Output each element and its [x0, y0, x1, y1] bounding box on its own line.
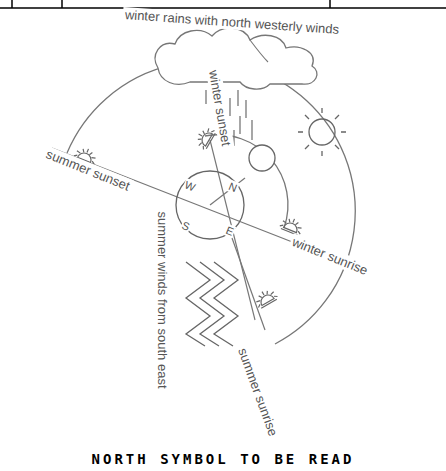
- direction-label: summer sunset: [42, 146, 134, 195]
- wind-zigzags: [186, 262, 238, 346]
- winter-sun-arc: [205, 135, 288, 228]
- summer-sun: [298, 108, 346, 156]
- footer-note: NORTH SYMBOL TO BE READ: [90, 452, 357, 467]
- compass-letter: W: [182, 178, 198, 194]
- summer-sun-arc: [67, 61, 355, 344]
- rain-cloud: [155, 28, 317, 89]
- compass-letter: S: [179, 219, 192, 234]
- table-border: [0, 0, 446, 8]
- direction-label: summer winds from south east: [155, 209, 170, 390]
- direction-label: summer sunrise: [234, 344, 281, 440]
- winter-sun: [249, 145, 275, 171]
- compass-letter: N: [226, 180, 240, 195]
- compass-circle: [176, 171, 244, 239]
- direction-label: winter sunrise: [288, 233, 372, 278]
